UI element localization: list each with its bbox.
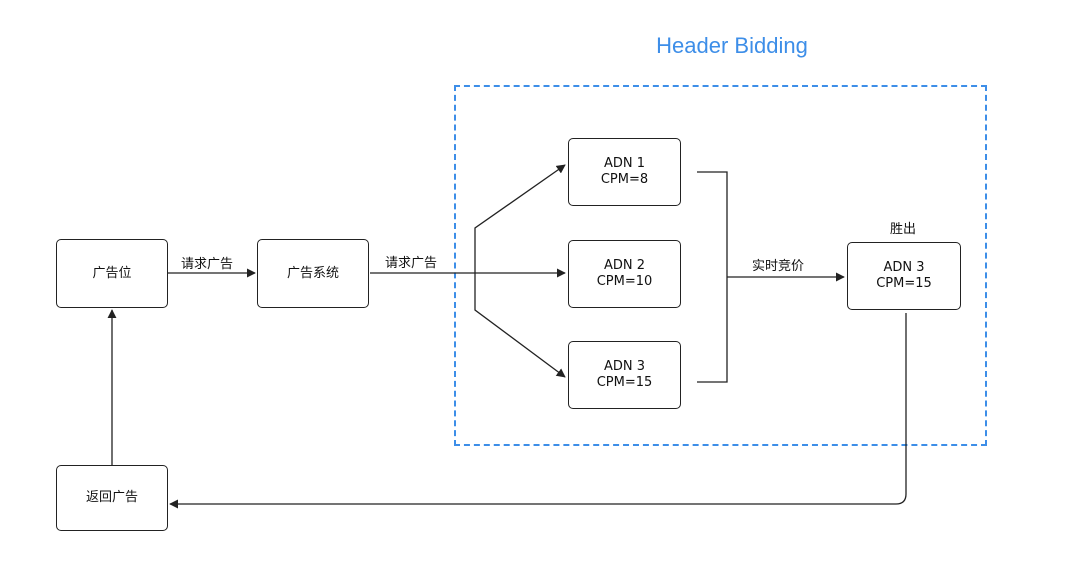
edge-label-realtime-bidding: 实时竞价 [752,259,805,274]
edge-winner-to-return [169,313,907,509]
adn1-name: ADN 1 [603,156,646,171]
edge-label-request-ad-2: 请求广告 [385,256,438,271]
ad-slot-node: 广告位 [56,239,168,308]
edge-split-to-adn3 [474,273,566,378]
header-bidding-title: Header Bidding [656,33,808,58]
return-ad-label: 返回广告 [85,490,138,505]
adn3-cpm: CPM=15 [596,375,653,390]
edge-label-request-ad-1: 请求广告 [181,257,234,272]
adn2-cpm: CPM=10 [596,274,653,289]
bracket-bids [697,171,728,383]
return-ad-node: 返回广告 [56,465,168,531]
edge-split-to-adn1 [474,164,566,273]
ad-system-node: 广告系统 [257,239,369,308]
adn1-node: ADN 1 CPM=8 [568,138,681,206]
adn1-cpm: CPM=8 [600,172,649,187]
winner-cpm: CPM=15 [876,276,932,291]
adn2-node: ADN 2 CPM=10 [568,240,681,308]
ad-system-label: 广告系统 [286,265,339,281]
winner-name: ADN 3 [883,260,925,275]
ad-slot-label: 广告位 [92,265,132,281]
adn3-name: ADN 3 [603,359,646,374]
winner-label: 胜出 [890,222,917,237]
adn3-node: ADN 3 CPM=15 [568,341,681,409]
adn2-name: ADN 2 [603,258,646,273]
winner-node: ADN 3 CPM=15 [847,242,961,310]
header-bidding-group [454,85,987,446]
